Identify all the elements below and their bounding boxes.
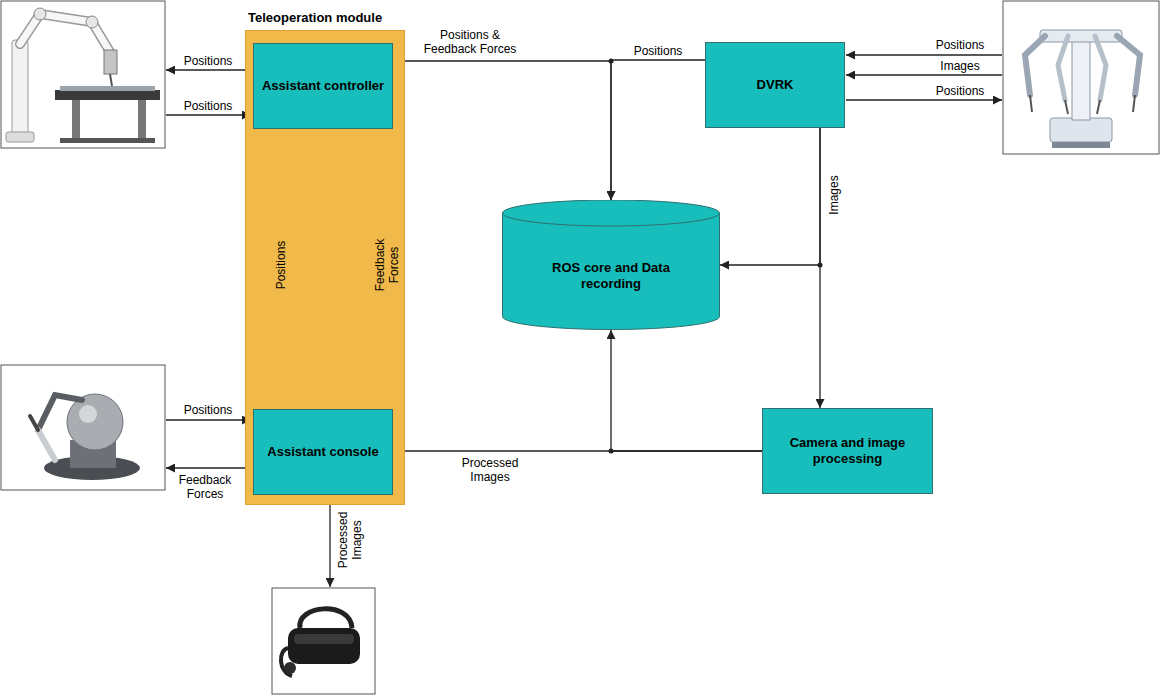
connector-arrow bbox=[611, 330, 762, 451]
signal-arrow bbox=[166, 114, 251, 115]
node-label: Assistant controller bbox=[262, 78, 384, 94]
junction-dot bbox=[609, 59, 614, 64]
edge-label: Positions bbox=[623, 44, 693, 58]
signal-arrow bbox=[166, 69, 252, 70]
signal-label: Images bbox=[925, 59, 995, 73]
cylinder-rim bbox=[503, 213, 720, 226]
robot-box: DVRK bbox=[705, 42, 845, 128]
signal-label: Positions bbox=[173, 54, 243, 68]
group-title: Teleoperation module bbox=[248, 10, 382, 26]
node-label: Camera and image processing bbox=[780, 435, 915, 467]
signal-arrow bbox=[846, 54, 1002, 55]
signal-label: Positions bbox=[173, 99, 243, 113]
signal-label: Feedback Forces bbox=[170, 473, 240, 501]
edge-label: Positions bbox=[274, 230, 288, 300]
signal-arrow bbox=[166, 419, 251, 420]
signal-arrow bbox=[166, 467, 252, 468]
surgical-robot-picture bbox=[1003, 1, 1159, 154]
connector-arrow bbox=[720, 128, 820, 265]
database-cylinder: ROS core and Data recording bbox=[502, 200, 720, 330]
junction-dot bbox=[818, 263, 823, 268]
node-label: Assistant console bbox=[267, 444, 378, 460]
edge-label: Positions & Feedback Forces bbox=[420, 28, 520, 56]
node-label: ROS core and Data recording bbox=[536, 260, 686, 292]
edge-label: Feedback Forces bbox=[373, 230, 401, 300]
signal-label: Positions bbox=[925, 84, 995, 98]
vr-headset-picture bbox=[272, 588, 375, 694]
cylinder-body bbox=[503, 200, 720, 330]
console-box: Assistant console bbox=[253, 409, 393, 495]
signal-label: Processed Images bbox=[336, 500, 364, 580]
node-label: DVRK bbox=[757, 77, 794, 93]
connector-arrow bbox=[611, 60, 705, 200]
edge-label: Processed Images bbox=[455, 456, 525, 484]
robot-arm-picture bbox=[1, 1, 165, 148]
haptic-device-picture bbox=[1, 365, 165, 490]
processing-box: Camera and image processing bbox=[762, 408, 933, 494]
controller-box: Assistant controller bbox=[253, 43, 393, 129]
signal-arrow bbox=[329, 494, 330, 587]
junction-dot bbox=[609, 449, 614, 454]
connector-arrow bbox=[819, 128, 820, 408]
edge-label: Images bbox=[827, 165, 841, 225]
signal-label: Positions bbox=[173, 403, 243, 417]
signal-arrow bbox=[846, 99, 1002, 100]
connector-arrow bbox=[393, 61, 611, 200]
signal-arrow bbox=[846, 74, 1002, 75]
signal-label: Positions bbox=[925, 38, 995, 52]
